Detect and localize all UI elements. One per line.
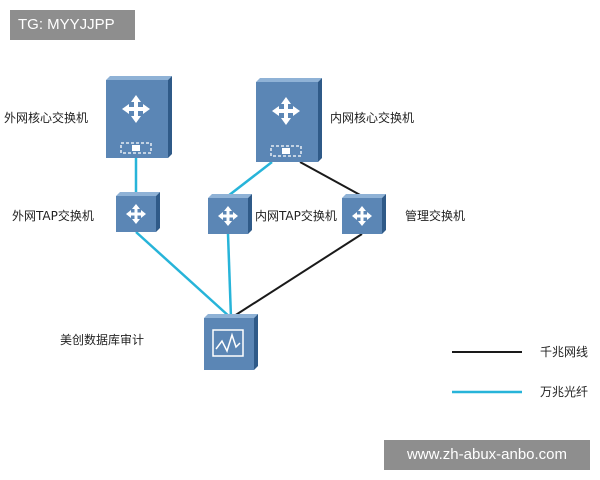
link-mgmt-to-audit: [230, 233, 363, 319]
watermark-top: TG: MYYJJPP: [10, 10, 135, 40]
core-switch-icon: [256, 78, 322, 162]
mgmt-switch-label: 管理交换机: [405, 208, 465, 223]
inner-tap-switch: 内网TAP交换机: [208, 194, 337, 234]
mgmt-switch: 管理交换机: [342, 194, 465, 234]
inner-tap-switch-label: 内网TAP交换机: [255, 208, 337, 223]
inner-core-switch-label: 内网核心交换机: [330, 110, 414, 125]
db-audit: 美创数据库审计: [60, 314, 258, 370]
watermark-bottom: www.zh-abux-anbo.com: [384, 440, 590, 470]
outer-tap-switch: 外网TAP交换机: [12, 192, 160, 232]
switch-icon: [208, 194, 252, 234]
audit-appliance-icon: [204, 314, 258, 370]
switch-icon: [116, 192, 160, 232]
legend-tengigabit-label: 万兆光纤: [540, 385, 588, 399]
core-switch-icon: [106, 76, 172, 158]
db-audit-label: 美创数据库审计: [60, 332, 144, 347]
inner-core-switch: 内网核心交换机: [256, 78, 414, 162]
link-inner-tap-to-audit: [226, 233, 233, 319]
outer-core-switch: 外网核心交换机: [4, 76, 172, 158]
link-outer-tap-to-audit: [135, 231, 232, 319]
outer-core-switch-label: 外网核心交换机: [4, 110, 88, 125]
link-inner-core-to-inner-tap: [227, 161, 273, 197]
switch-icon: [342, 194, 386, 234]
outer-tap-switch-label: 外网TAP交换机: [12, 208, 94, 223]
legend: 千兆网线 万兆光纤: [452, 345, 588, 399]
legend-gigabit-label: 千兆网线: [540, 345, 588, 359]
link-inner-core-to-mgmt: [299, 161, 363, 197]
